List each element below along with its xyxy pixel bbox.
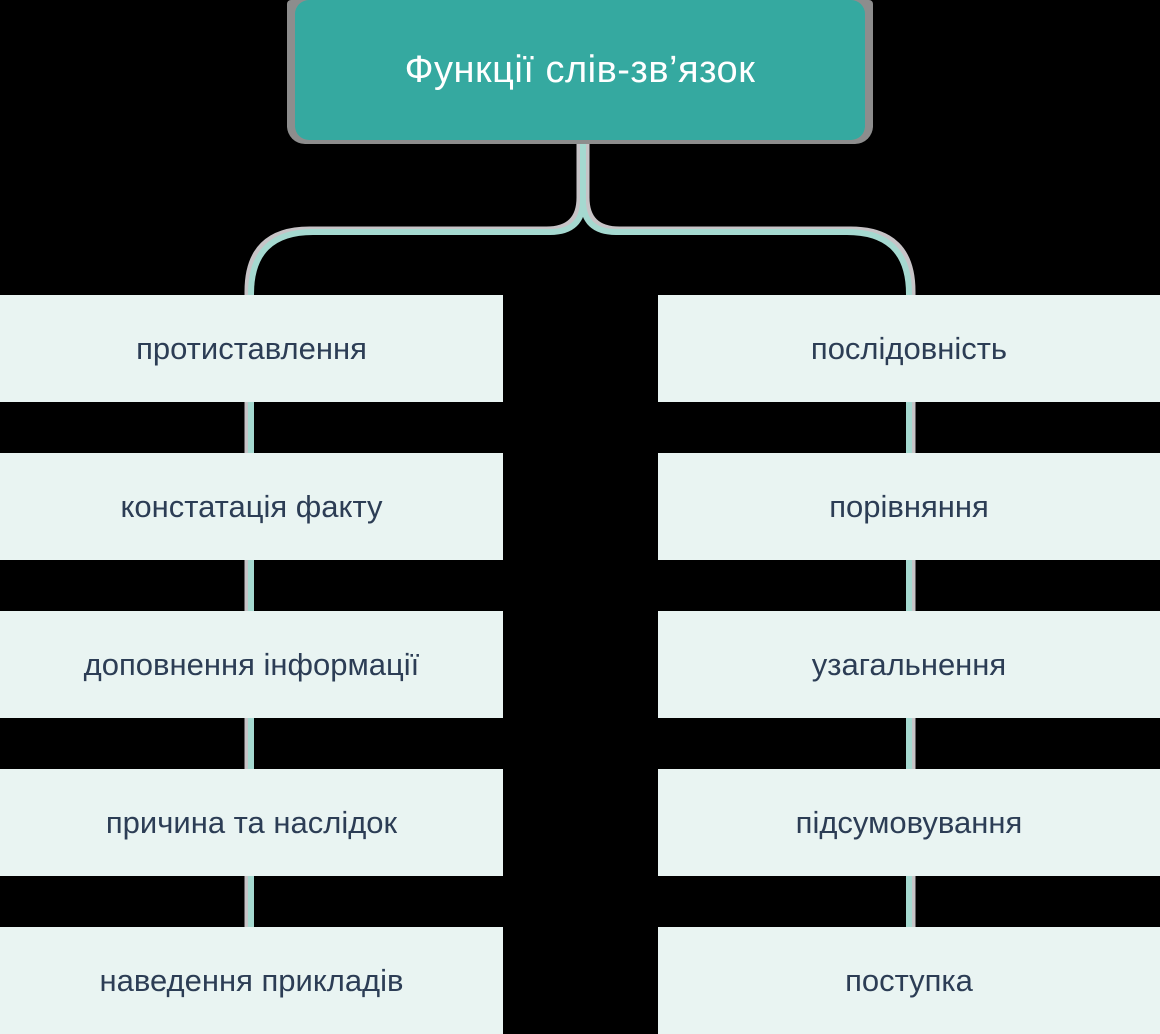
root-node-label: Функції слів-зв’язок [404,49,756,91]
node-label: порівняння [829,489,989,524]
node-label: підсумовування [795,805,1023,840]
node-label: причина та наслідок [105,805,398,840]
connector-left-line [248,141,586,940]
node-information-addition: доповнення інформації [0,611,503,718]
node-sequence: послідовність [658,295,1160,402]
node-statement-of-fact: констатація факту [0,453,503,560]
connector-right-line [580,141,912,940]
node-label: послідовність [810,331,1008,366]
node-label: констатація факту [120,489,383,524]
node-comparison: порівняння [658,453,1160,560]
node-summarizing: підсумовування [658,769,1160,876]
node-label: протиставлення [136,331,367,366]
node-concession: поступка [658,927,1160,1034]
node-opposition: протиставлення [0,295,503,402]
node-label: наведення прикладів [99,963,404,998]
node-giving-examples: наведення прикладів [0,927,503,1034]
node-cause-and-effect: причина та наслідок [0,769,503,876]
node-label: доповнення інформації [83,647,420,682]
right-column: послідовність порівняння узагальнення пі… [658,0,1160,1034]
left-column: протиставлення констатація факту доповне… [0,0,503,1034]
node-label: узагальнення [811,647,1007,682]
node-generalization: узагальнення [658,611,1160,718]
root-node: Функції слів-зв’язок [295,0,865,140]
node-label: поступка [845,963,973,998]
